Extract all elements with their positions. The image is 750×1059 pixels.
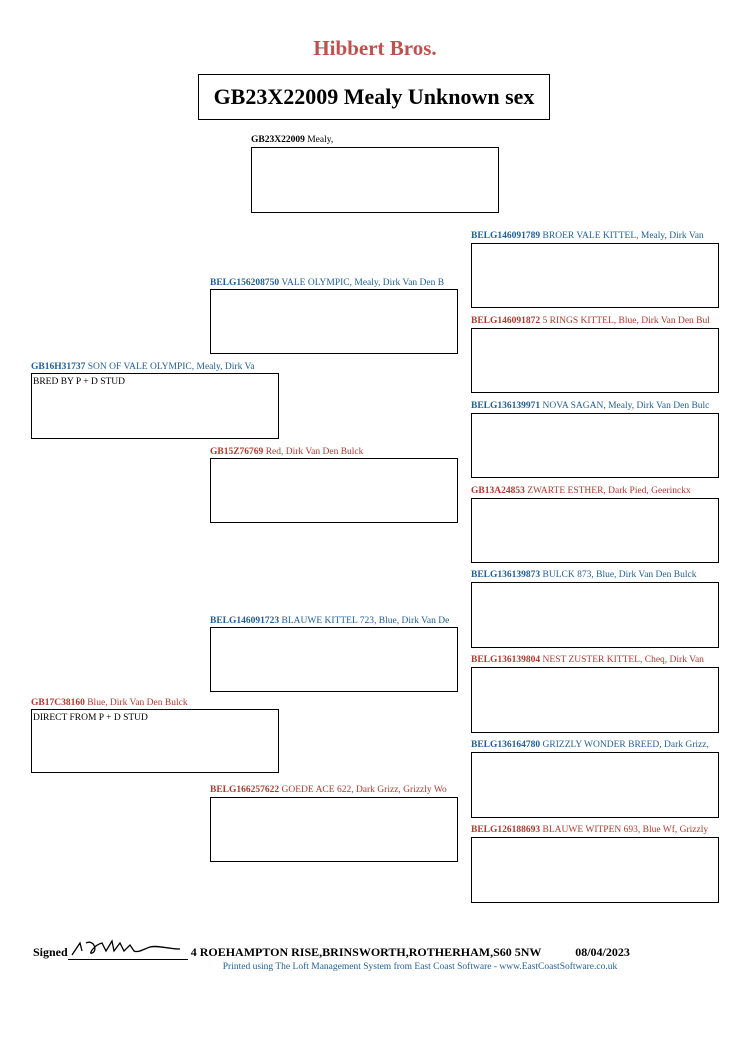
ggp-dds-notes-box — [471, 752, 719, 818]
signature — [67, 939, 188, 960]
ggp-sds-notes-box — [471, 413, 719, 478]
sire-sire-label: BELG156208750 VALE OLYMPIC, Mealy, Dirk … — [210, 278, 445, 288]
ggp-ssd-label: BELG146091872 5 RINGS KITTEL, Blue, Dirk… — [471, 316, 710, 326]
ggp-sds-label: BELG136139971 NOVA SAGAN, Mealy, Dirk Va… — [471, 401, 710, 411]
sire-dam-label: GB15Z76769 Red, Dirk Van Den Bulck — [210, 447, 364, 457]
ggp-ddd-label: BELG126188693 BLAUWE WITPEN 693, Blue Wf… — [471, 825, 709, 835]
ggp-ssd-notes-box — [471, 328, 719, 393]
pedigree-title: GB23X22009 Mealy Unknown sex — [198, 74, 550, 120]
ggp-dds-label: BELG136164780 GRIZZLY WONDER BREED, Dark… — [471, 740, 709, 750]
subject-label: GB23X22009 Mealy, — [251, 135, 334, 145]
ggp-ddd-notes-box — [471, 837, 719, 903]
ggp-sdd-notes-box — [471, 498, 719, 563]
printed-by-note: Printed using The Loft Management System… — [222, 962, 618, 972]
handwritten-signature-icon — [71, 939, 180, 956]
dam-sire-notes-box — [210, 627, 458, 692]
address: 4 ROEHAMPTON RISE,BRINSWORTH,ROTHERHAM,S… — [190, 945, 542, 959]
dam-dam-label: BELG166257622 GOEDE ACE 622, Dark Grizz,… — [210, 785, 447, 795]
ggp-sss-label: BELG146091789 BROER VALE KITTEL, Mealy, … — [471, 231, 704, 241]
sire-notes-box: BRED BY P + D STUD — [31, 373, 279, 439]
ggp-sss-notes-box — [471, 243, 719, 308]
ggp-dsd-notes-box — [471, 667, 719, 733]
subject-notes-box — [251, 147, 499, 213]
sire-dam-notes-box — [210, 458, 458, 523]
print-date: 08/04/2023 — [575, 945, 630, 959]
ggp-dss-label: BELG136139873 BULCK 873, Blue, Dirk Van … — [471, 570, 697, 580]
ggp-sdd-label: GB13A24853 ZWARTE ESTHER, Dark Pied, Gee… — [471, 486, 691, 496]
breeder-name: Hibbert Bros. — [313, 36, 437, 60]
signature-line: Signed 4 ROEHAMPTON RISE,BRINSWORTH,ROTH… — [33, 939, 630, 960]
sire-label: GB16H31737 SON OF VALE OLYMPIC, Mealy, D… — [31, 362, 255, 372]
dam-label: GB17C38160 Blue, Dirk Van Den Bulck — [31, 698, 188, 708]
dam-sire-label: BELG146091723 BLAUWE KITTEL 723, Blue, D… — [210, 616, 450, 626]
sire-sire-notes-box — [210, 289, 458, 354]
dam-dam-notes-box — [210, 797, 458, 862]
signed-label: Signed — [33, 945, 68, 959]
dam-notes-box: DIRECT FROM P + D STUD — [31, 709, 279, 773]
ggp-dss-notes-box — [471, 582, 719, 648]
ggp-dsd-label: BELG136139804 NEST ZUSTER KITTEL, Cheq, … — [471, 655, 704, 665]
